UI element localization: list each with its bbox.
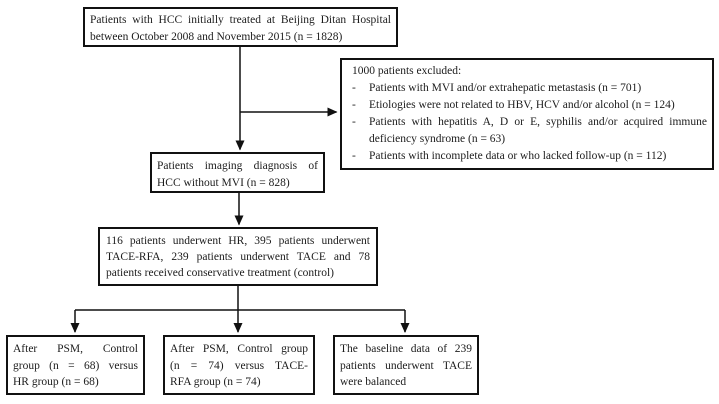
exclusion-item: - Patients with MVI and/or extrahepatic … [352,80,707,97]
exclusion-title: 1000 patients excluded: [352,65,462,77]
node-text-line: RFA group (n = 74) [170,376,261,388]
node-initial-patients: Patients with HCC initially treated at B… [83,7,398,47]
node-text-line: 116 patients underwent HR, 395 patients … [106,235,370,247]
bullet-dash: - [352,150,356,162]
node-tace-baseline-balanced: The baseline data of 239 patients underw… [333,335,479,395]
node-psm-control-vs-tace-rfa: After PSM, Control group (n = 74) versus… [163,335,315,395]
node-text-line: patients underwent TACE [340,359,472,372]
bullet-dash: - [352,82,356,94]
node-treatment-groups: 116 patients underwent HR, 395 patients … [98,227,378,286]
node-excluded-patients: 1000 patients excluded: - Patients with … [340,58,714,170]
node-diagnosis-without-mvi: Patients imaging diagnosis of HCC withou… [150,152,325,193]
node-text-line: HR group (n = 68) [13,376,99,388]
node-text-line: HCC without MVI (n = 828) [157,176,290,189]
node-text-line: Patients with HCC initially treated at B… [90,14,391,26]
node-text-line: The baseline data of 239 [340,343,472,355]
node-psm-control-vs-hr: After PSM, Control group (n = 68) versus… [6,335,145,395]
node-text-line: (n = 74) versus TACE- [170,359,308,372]
node-text-line: After PSM, Control [13,343,138,355]
exclusion-item: - Patients with hepatitis A, D or E, syp… [352,114,707,148]
bullet-dash: - [352,99,356,111]
node-text-line: patients received conservative treatment… [106,267,334,279]
node-text-line: Patients with MVI and/or extrahepatic me… [369,82,642,94]
node-text-line: Patients imaging diagnosis of [157,160,318,172]
node-text-line: Etiologies were not related to HBV, HCV … [369,99,675,111]
exclusion-item: - Etiologies were not related to HBV, HC… [352,97,707,114]
bullet-dash: - [352,116,356,128]
node-text-line: were balanced [340,376,407,388]
node-text-line: Patients with hepatitis A, D or E, syphi… [369,116,707,128]
node-text-line: between October 2008 and November 2015 (… [90,30,343,43]
node-text-line: TACE-RFA, 239 patients underwent TACE an… [106,251,370,263]
node-text-line: Patients with incomplete data or who lac… [369,150,667,162]
node-text-line: deficiency syndrome (n = 63) [369,133,506,145]
node-text-line: After PSM, Control group [170,343,308,355]
node-text-line: group (n = 68) versus [13,359,138,372]
exclusion-item: - Patients with incomplete data or who l… [352,148,707,165]
